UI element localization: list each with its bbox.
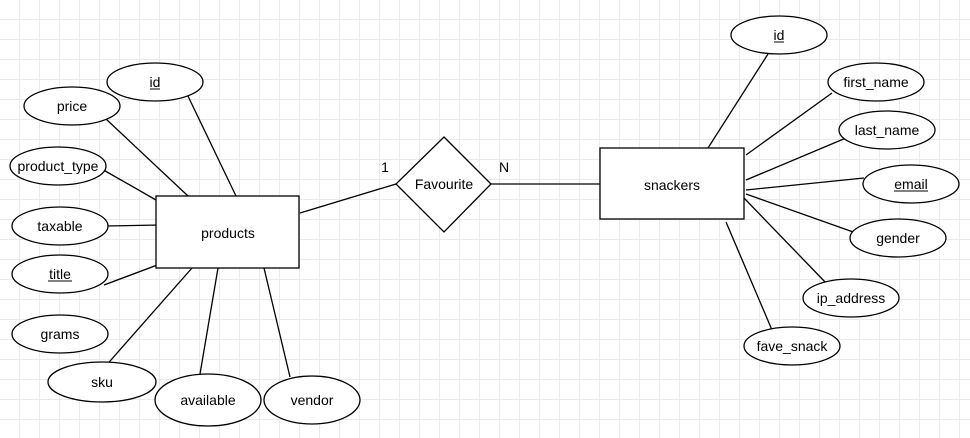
attribute-label: available [180, 392, 235, 408]
attribute-label: product_type [18, 158, 99, 174]
entity-products[interactable]: products [155, 195, 300, 269]
attribute-last-name[interactable]: last_name [838, 110, 936, 150]
attribute-label: sku [91, 374, 113, 390]
attribute-ellipse [106, 62, 204, 102]
attribute-label: last_name [855, 122, 920, 138]
attribute-products-id[interactable]: id [106, 62, 204, 102]
entity-label: snackers [644, 177, 700, 193]
attribute-label: title [49, 266, 71, 282]
attribute-ellipse [47, 361, 157, 403]
relationship-favourite[interactable]: Favourite [395, 136, 492, 233]
attribute-ellipse [743, 326, 841, 366]
attribute-ellipse [154, 373, 262, 427]
edge-products-vendor [263, 267, 291, 378]
attribute-ellipse [11, 254, 109, 294]
attribute-label: vendor [291, 392, 334, 408]
attribute-ellipse [838, 110, 936, 150]
attribute-ellipse [862, 164, 960, 204]
attribute-ip-address[interactable]: ip_address [802, 278, 900, 318]
edge-products-id [186, 93, 237, 197]
attribute-label: first_name [843, 74, 909, 90]
attribute-ellipse [23, 86, 121, 126]
entity-box [155, 195, 300, 269]
attribute-ellipse [730, 15, 828, 55]
connector-lines [99, 53, 865, 378]
attribute-vendor[interactable]: vendor [263, 375, 361, 425]
relationship-label: Favourite [415, 176, 474, 192]
attribute-available[interactable]: available [154, 373, 262, 427]
attribute-label: id [150, 74, 161, 90]
attribute-label: gender [876, 230, 920, 246]
attribute-ellipse [11, 206, 109, 246]
attribute-grams[interactable]: grams [11, 314, 109, 354]
edge-products-product-type [99, 167, 157, 201]
entity-box [599, 147, 745, 220]
entity-snackers[interactable]: snackers [599, 147, 745, 220]
entity-label: products [201, 225, 255, 241]
attribute-ellipse [802, 278, 900, 318]
attribute-ellipse [827, 62, 925, 102]
edge-snackers-email [745, 177, 865, 191]
attribute-email[interactable]: email [862, 164, 960, 204]
edge-products-taxable [105, 224, 161, 227]
attribute-ellipse [263, 375, 361, 425]
edge-snackers-ip-address [743, 197, 828, 285]
edge-products-title [103, 263, 161, 286]
attribute-title[interactable]: title [11, 254, 109, 294]
attribute-label: taxable [37, 218, 82, 234]
attribute-sku[interactable]: sku [47, 361, 157, 403]
edge-products-available [199, 267, 219, 375]
cardinality-left: 1 [381, 159, 389, 175]
edge-snackers-gender [745, 193, 857, 234]
attribute-gender[interactable]: gender [849, 218, 947, 258]
edge-products-sku [102, 267, 193, 370]
attribute-ellipse [11, 314, 109, 354]
attribute-taxable[interactable]: taxable [11, 206, 109, 246]
edge-snackers-first-name [745, 92, 833, 156]
attribute-label: ip_address [817, 290, 886, 306]
relationship-diamond [395, 136, 492, 233]
edge-snackers-last-name [745, 137, 847, 181]
attribute-ellipse [9, 146, 107, 186]
attribute-label: grams [41, 326, 80, 342]
edge-snackers-id [707, 53, 769, 149]
attribute-product-type[interactable]: product_type [9, 146, 107, 186]
edge-products-price [105, 118, 189, 197]
attribute-snackers-id[interactable]: id [730, 15, 828, 55]
cardinality-right: N [499, 159, 509, 175]
attribute-label: email [894, 176, 927, 192]
attribute-label: price [57, 98, 88, 114]
attribute-fave-snack[interactable]: fave_snack [743, 326, 841, 366]
attribute-first-name[interactable]: first_name [827, 62, 925, 102]
attribute-label: id [774, 27, 785, 43]
attribute-label: fave_snack [757, 338, 829, 354]
attribute-price[interactable]: price [23, 86, 121, 126]
edge-products-favourite [299, 183, 397, 214]
edge-snackers-fave-snack [725, 221, 773, 331]
attribute-ellipse [849, 218, 947, 258]
